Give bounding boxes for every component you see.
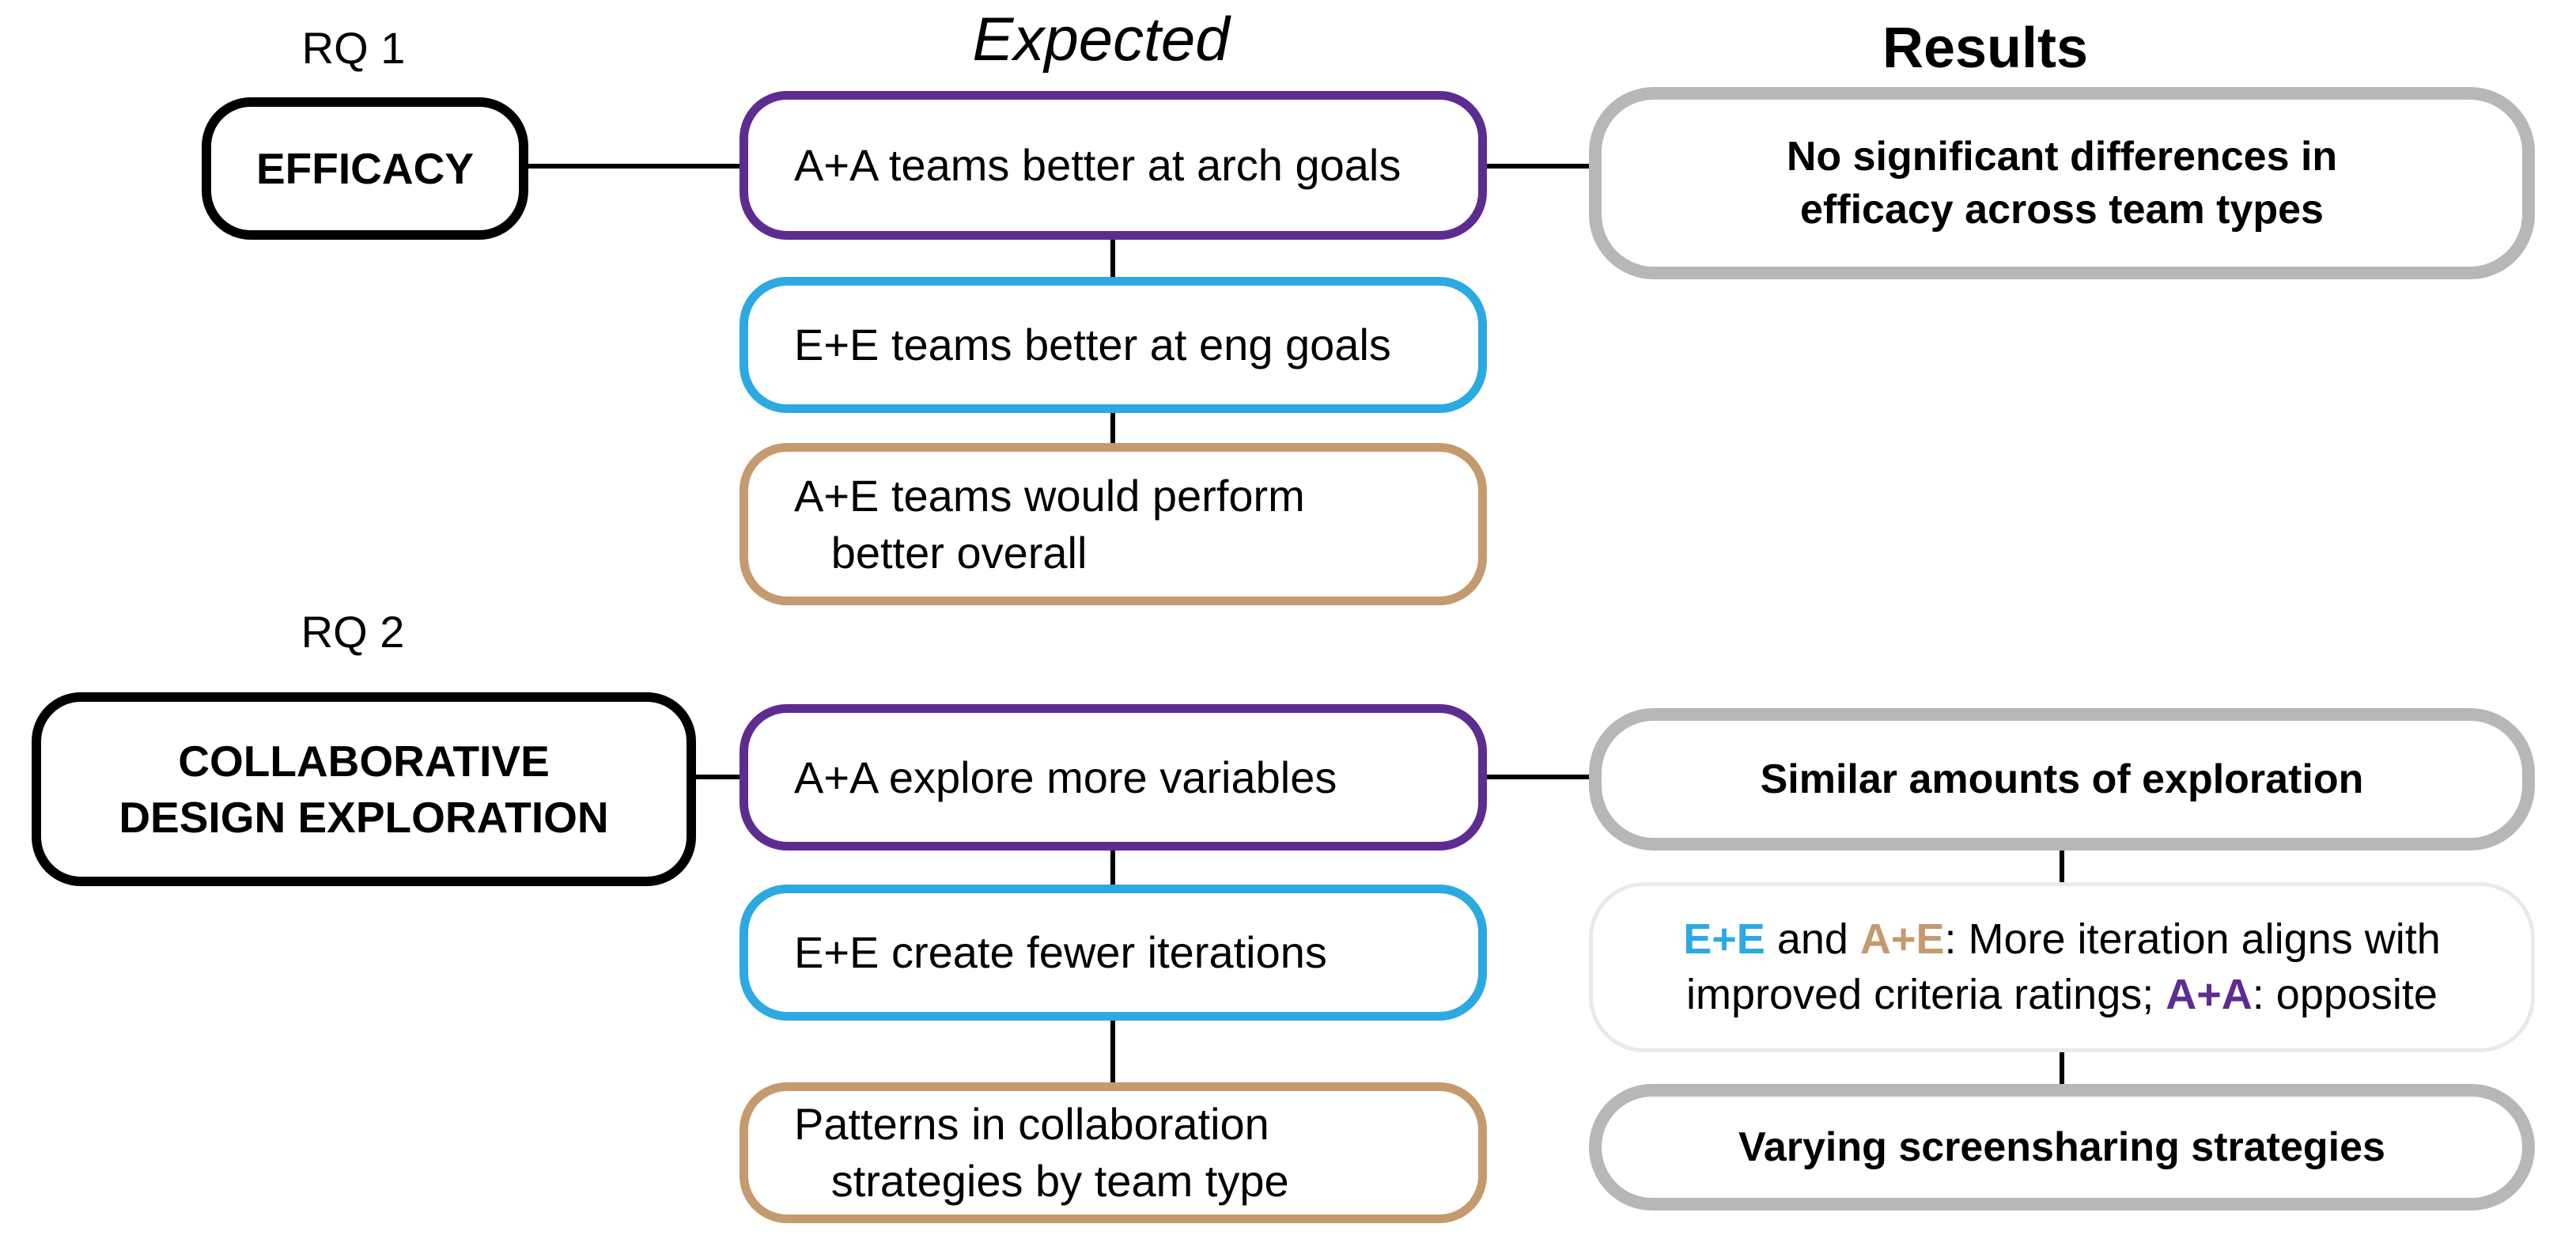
- expected-patterns-text: Patterns in collaboration strategies by …: [794, 1099, 1289, 1206]
- rq1-topic-box-efficacy: EFFICACY: [202, 97, 528, 240]
- result-iteration-text: E+E and A+E: More iteration aligns with …: [1617, 912, 2507, 1021]
- expected-box-aa-arch-goals: A+A teams better at arch goals: [740, 91, 1487, 240]
- rq2-topic-text: COLLABORATIVE DESIGN EXPLORATION: [119, 737, 609, 842]
- result-box-exploration: Similar amounts of exploration: [1589, 708, 2535, 851]
- result-box-efficacy: No significant differences in efficacy a…: [1589, 87, 2535, 279]
- expected-box-ee-eng-goals: E+E teams better at eng goals: [740, 277, 1487, 413]
- rq1-topic-text: EFFICACY: [256, 143, 474, 193]
- result-box-screensharing: Varying screensharing strategies: [1589, 1084, 2535, 1211]
- rq2-topic-box-collaborative-design-exploration: COLLABORATIVE DESIGN EXPLORATION: [32, 692, 696, 886]
- expected-column-header: Expected: [972, 4, 1230, 74]
- connector-efficacy-to-expected: [528, 164, 740, 169]
- connector-aa-arch-to-ee-eng: [1110, 240, 1115, 277]
- iteration-text-main: : More iteration aligns with improved cr…: [1686, 915, 2441, 1018]
- connector-exploration-to-iteration-note: [2060, 851, 2064, 882]
- expected-aa-arch-text: A+A teams better at arch goals: [794, 140, 1401, 191]
- result-efficacy-text: No significant differences in efficacy a…: [1786, 133, 2338, 233]
- iteration-text-opposite: : opposite: [2252, 970, 2438, 1018]
- expected-box-ae-overall: A+E teams would perform better overall: [740, 443, 1487, 605]
- results-column-header: Results: [1882, 17, 2089, 80]
- rq2-label: RQ 2: [301, 607, 405, 657]
- team-label-ee: E+E: [1683, 915, 1765, 964]
- expected-box-aa-variables: A+A explore more variables: [740, 704, 1487, 851]
- expected-box-ee-iterations: E+E create fewer iterations: [740, 885, 1487, 1021]
- expected-ee-eng-text: E+E teams better at eng goals: [794, 320, 1391, 370]
- result-screensharing-text: Varying screensharing strategies: [1738, 1123, 2385, 1170]
- connector-expected-to-result-rq2: [1487, 775, 1589, 779]
- expected-ee-iterations-text: E+E create fewer iterations: [794, 927, 1327, 978]
- connector-aa-variables-to-ee-iterations: [1110, 851, 1115, 885]
- expected-box-collaboration-patterns: Patterns in collaboration strategies by …: [740, 1082, 1487, 1223]
- team-label-aa: A+A: [2166, 970, 2253, 1018]
- iteration-text-and: and: [1765, 915, 1860, 964]
- team-label-ae: A+E: [1859, 915, 1945, 964]
- connector-ee-iterations-to-patterns: [1110, 1021, 1115, 1082]
- expected-aa-variables-text: A+A explore more variables: [794, 752, 1337, 802]
- result-box-iteration-note: E+E and A+E: More iteration aligns with …: [1589, 882, 2535, 1052]
- connector-expected-to-result-rq1: [1487, 164, 1589, 169]
- rq1-label: RQ 1: [301, 23, 406, 73]
- connector-ee-eng-to-ae-overall: [1110, 413, 1115, 443]
- connector-iteration-note-to-screensharing: [2060, 1052, 2064, 1084]
- connector-collab-to-expected: [696, 775, 740, 779]
- result-exploration-text: Similar amounts of exploration: [1760, 756, 2364, 802]
- expected-ae-overall-text: A+E teams would perform better overall: [794, 470, 1305, 578]
